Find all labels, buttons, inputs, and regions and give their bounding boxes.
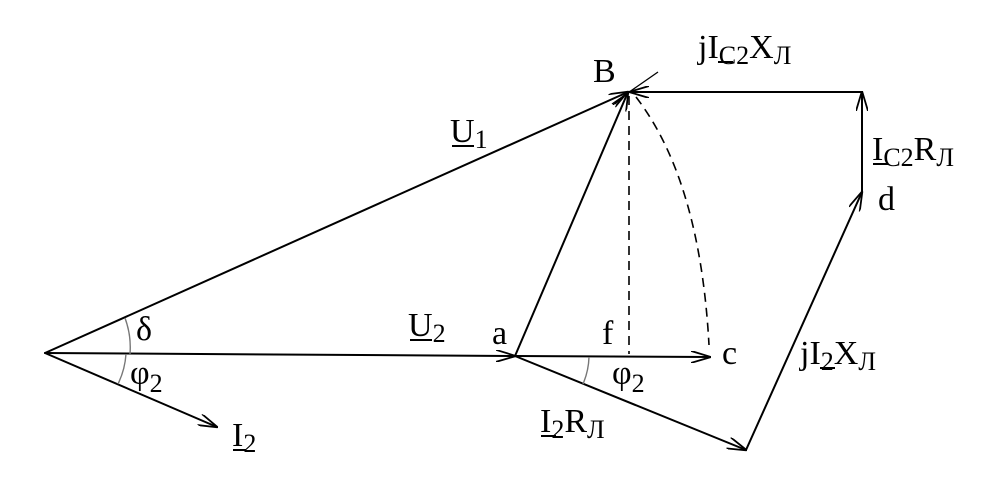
label-point-B: B	[593, 53, 616, 90]
label-I2RL: I2RЛ	[540, 403, 605, 444]
label-phi2-left: φ2	[130, 355, 163, 398]
vector-U1	[44, 92, 628, 354]
label-jIc2XL: jIС2XЛ	[697, 29, 791, 70]
tick-B	[611, 71, 659, 105]
label-U2: U2	[408, 307, 446, 348]
label-point-c: c	[722, 335, 737, 372]
label-delta: δ	[136, 311, 152, 348]
dashed-arc-B-c	[635, 96, 710, 346]
svg-text:U1: U1	[450, 113, 488, 154]
label-I2: I2	[232, 417, 256, 458]
label-Ic2RL: IС2RЛ	[872, 131, 954, 172]
label-jI2XL: jI2XЛ	[799, 335, 876, 376]
angle-arc-phi2-left	[117, 353, 127, 385]
vector-I2	[44, 352, 217, 427]
vector-jI2XL	[745, 192, 862, 451]
svg-text:I2: I2	[232, 417, 256, 458]
angle-arc-delta	[124, 317, 131, 355]
svg-text:U2: U2	[408, 307, 446, 348]
svg-text:jIС2XЛ: jIС2XЛ	[697, 29, 791, 70]
vector-U2	[44, 353, 515, 356]
vector-I2RL	[514, 355, 746, 450]
label-point-d: d	[878, 181, 895, 218]
svg-text:IС2RЛ: IС2RЛ	[872, 131, 954, 172]
vector-a-B	[514, 92, 628, 357]
label-phi2-mid: φ2	[612, 355, 645, 398]
angle-arc-phi2-mid	[582, 356, 590, 385]
vector-a-c	[514, 356, 710, 357]
label-point-a: a	[492, 315, 507, 352]
label-point-f: f	[602, 315, 614, 352]
svg-text:I2RЛ: I2RЛ	[540, 403, 605, 444]
svg-text:jI2XЛ: jI2XЛ	[799, 335, 876, 376]
label-U1: U1	[450, 113, 488, 154]
